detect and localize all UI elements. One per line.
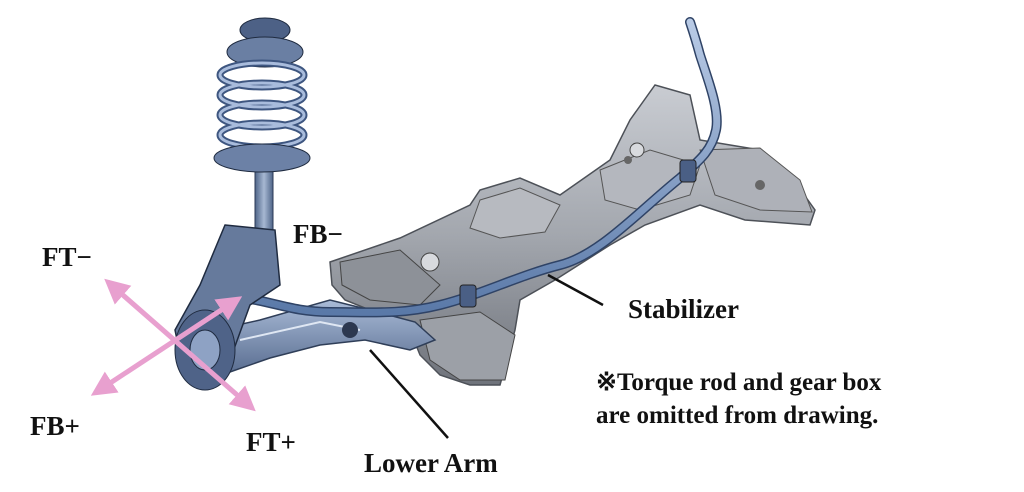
omission-note-line-1: ※Torque rod and gear box: [596, 369, 882, 396]
stabilizer-leader: [547, 273, 604, 307]
lower-arm-label: Lower Arm: [364, 448, 498, 478]
lower-arm-leader: [369, 349, 449, 439]
omission-note: ※Torque rod and gear box are omitted fro…: [596, 367, 881, 432]
fb-minus-label: FB−: [293, 219, 343, 249]
omission-note-line-2: are omitted from drawing.: [596, 401, 879, 429]
fb-arrow: [90, 296, 243, 396]
leader-lines: [369, 273, 604, 439]
stabilizer-label: Stabilizer: [628, 294, 739, 324]
ft-plus-label: FT+: [246, 427, 296, 457]
force-arrows: [90, 278, 256, 412]
stabilizer-bar: [235, 17, 722, 318]
ft-minus-label: FT−: [42, 242, 92, 272]
fb-plus-label: FB+: [30, 411, 80, 441]
